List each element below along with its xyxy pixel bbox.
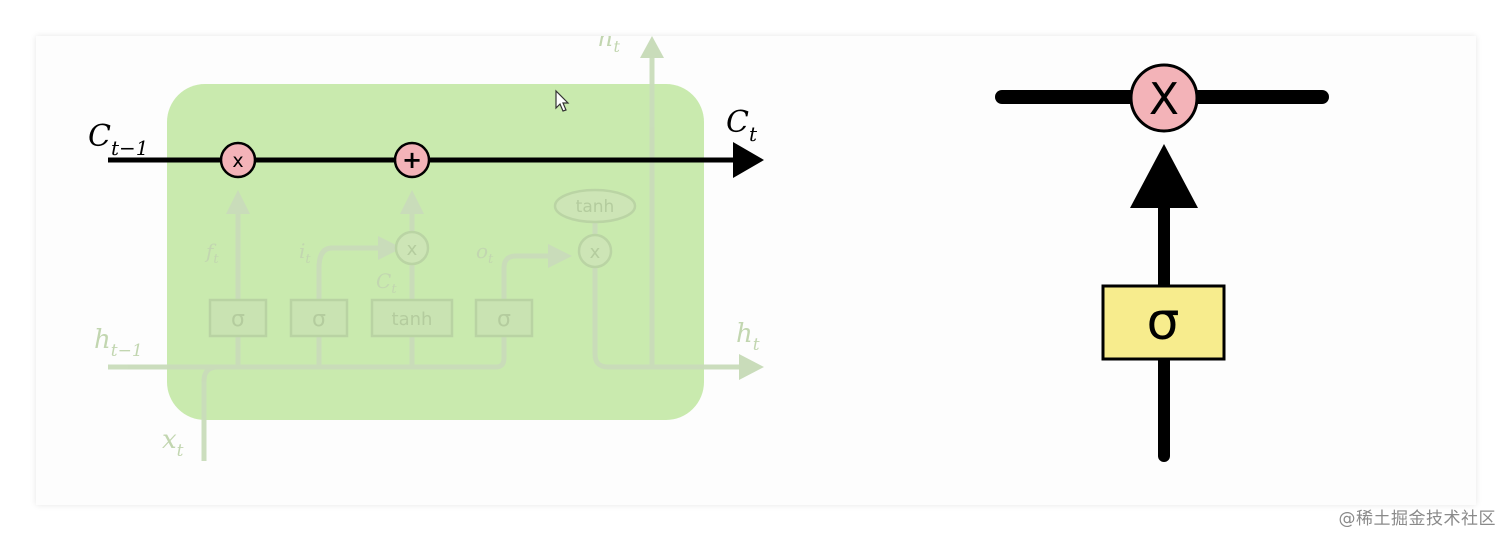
input-gate-label: it <box>299 239 311 267</box>
hidden-out-line <box>592 266 748 370</box>
input-sigma-box <box>289 298 349 338</box>
forget-sigma-box <box>208 298 268 338</box>
output-sigma-label: σ <box>497 307 511 332</box>
forget-mul-op: x <box>232 150 243 172</box>
lstm-cell-box <box>167 84 704 420</box>
lstm-gate-boxes: σ σ tanh σ <box>208 298 534 338</box>
lstm-cell-diagram: σ σ tanh σ x x tanh ft it Ct ot ht−1 ht … <box>88 36 764 461</box>
sigma-label: σ <box>1147 292 1180 352</box>
output-sigma-box <box>474 298 534 338</box>
gate-detail-diagram: X σ <box>995 63 1329 462</box>
input-line <box>201 364 219 461</box>
slide: σ σ tanh σ x x tanh ft it Ct ot ht−1 ht … <box>36 36 1476 505</box>
cell-state-out-label: Ct <box>726 105 758 146</box>
hidden-in-label: ht−1 <box>94 325 143 361</box>
tanh-oval <box>553 188 637 224</box>
watermark: @稀土掘金技术社区 <box>1338 509 1496 529</box>
lstm-faded-labels: ft it Ct ot ht−1 ht ht xt <box>94 36 760 461</box>
add-op: + <box>402 146 422 174</box>
cell-state-in-label: Ct−1 <box>88 119 149 160</box>
forget-mul-op-circle <box>219 141 257 179</box>
input-label: xt <box>162 425 184 461</box>
mouse-cursor-icon <box>555 89 570 112</box>
candidate-tanh-box <box>370 298 454 338</box>
output-mul-op: x <box>590 242 601 263</box>
gate-arrowhead <box>1130 144 1198 208</box>
cell-state-arrowhead <box>733 142 764 178</box>
input-mul-op: x <box>407 239 418 260</box>
input-sigma-label: σ <box>312 307 326 332</box>
gate-mul-op-circle <box>1129 63 1199 133</box>
output-gate-label: ot <box>476 239 494 267</box>
gate-mul-op: X <box>1149 74 1179 125</box>
tanh-oval-label: tanh <box>576 197 615 217</box>
lstm-faded-ops: x x tanh <box>394 188 637 269</box>
lstm-faded-arrowheads <box>226 36 764 380</box>
candidate-tanh-label: tanh <box>392 309 433 330</box>
diagram-canvas: σ σ tanh σ x x tanh ft it Ct ot ht−1 ht … <box>88 36 1329 462</box>
input-gate-elbow <box>316 245 378 269</box>
add-op-circle <box>393 141 431 179</box>
sigma-box <box>1101 284 1226 361</box>
hidden-top-label: ht <box>598 36 620 56</box>
forget-sigma-label: σ <box>231 307 245 332</box>
hidden-out-label: ht <box>736 319 760 355</box>
candidate-label: Ct <box>376 269 397 297</box>
